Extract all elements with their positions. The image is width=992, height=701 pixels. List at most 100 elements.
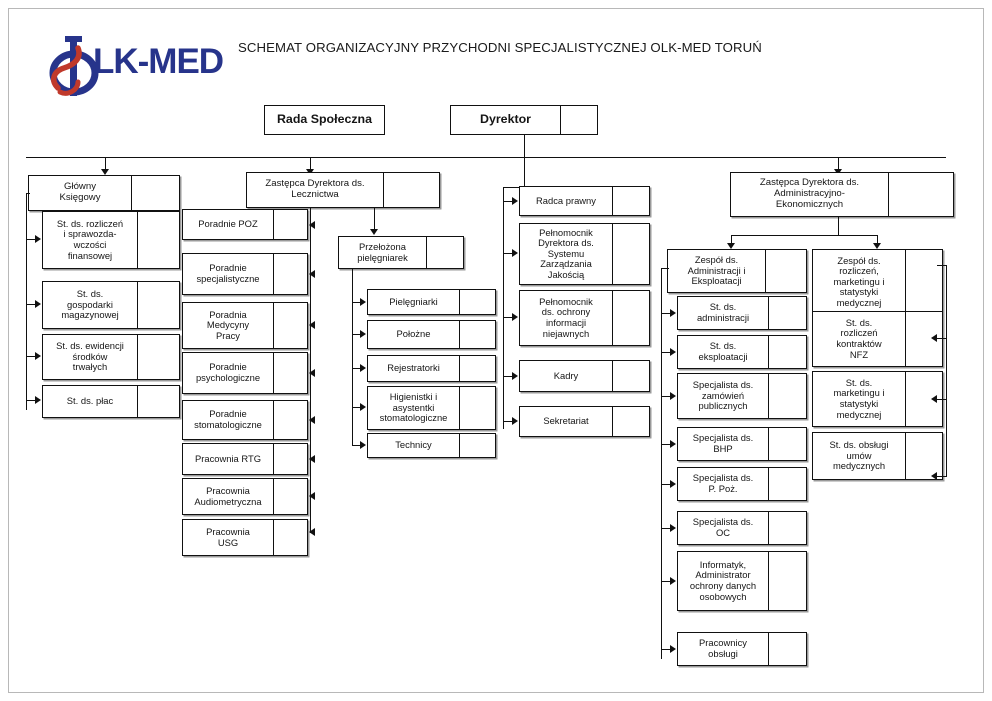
link-adm-3 — [661, 396, 671, 398]
node-pelnomocnik-jakosci[interactable]: Pełnomocnik Dyrektora ds. Systemu Zarząd… — [519, 223, 650, 285]
arrow-down-przelozona — [370, 229, 378, 235]
node-slot — [460, 434, 495, 457]
link-dyr-2 — [503, 253, 513, 255]
node-label: Specjalista ds. BHP — [678, 428, 769, 460]
node-slot — [132, 176, 179, 210]
node-pelnomocnik-informacji-niejawnych[interactable]: Pełnomocnik ds. ochrony informacji nieja… — [519, 290, 650, 346]
node-radca-prawny[interactable]: Radca prawny — [519, 186, 650, 216]
arrow-right-dyr-4 — [512, 372, 518, 380]
node-label: Poradnie POZ — [183, 210, 274, 239]
arrow-left-poradnie-7 — [309, 492, 315, 500]
node-slot — [274, 401, 307, 439]
link-dyr-1 — [503, 201, 513, 203]
drop-zdadm-h — [731, 235, 877, 237]
node-poradnie-specjalistyczne[interactable]: Poradnie specjalistyczne — [182, 253, 308, 295]
node-zespol-administracji-eksploatacji[interactable]: Zespół ds. Administracji i Eksploatacji — [667, 249, 807, 293]
node-informatyk-administrator-danych[interactable]: Informatyk, Administrator ochrony danych… — [677, 551, 807, 611]
node-st-obslugi-umow-medycznych[interactable]: St. ds. obsługi umów medycznych — [812, 432, 943, 480]
arrow-right-piel-4 — [360, 403, 366, 411]
node-specjalista-bhp[interactable]: Specjalista ds. BHP — [677, 427, 807, 461]
arrow-right-dyr-2 — [512, 249, 518, 257]
node-zastepca-administracyjno-ekonomiczny[interactable]: Zastępca Dyrektora ds. Administracyjno- … — [730, 172, 954, 217]
node-sekretariat[interactable]: Sekretariat — [519, 406, 650, 437]
arrow-left-rozl-3 — [931, 472, 937, 480]
link-piel-3 — [352, 368, 361, 370]
node-slot — [460, 387, 495, 429]
node-pracownia-usg[interactable]: Pracownia USG — [182, 519, 308, 556]
link-rozl-1 — [936, 338, 947, 340]
node-polozne[interactable]: Położne — [367, 320, 496, 349]
trunk-dyrektor-down — [524, 135, 526, 157]
node-slot — [769, 336, 806, 368]
node-pielegniarki[interactable]: Pielęgniarki — [367, 289, 496, 315]
node-pracownia-audiometryczna[interactable]: Pracownia Audiometryczna — [182, 478, 308, 515]
node-przelozona-pielegniarek[interactable]: Przełożona pielęgniarek — [338, 236, 464, 269]
arrow-right-adm-3 — [670, 392, 676, 400]
node-label: Położne — [368, 321, 460, 348]
arrow-left-poradnie-5 — [309, 416, 315, 424]
node-pracownia-rtg[interactable]: Pracownia RTG — [182, 443, 308, 475]
node-slot — [906, 250, 942, 314]
node-label: St. ds. rozliczeń kontraktów NFZ — [813, 312, 906, 366]
arrow-right-piel-2 — [360, 330, 366, 338]
node-slot — [274, 520, 307, 555]
node-label: Pracownia Audiometryczna — [183, 479, 274, 514]
node-rada-spoleczna[interactable]: Rada Społeczna — [264, 105, 385, 135]
node-slot — [889, 173, 953, 216]
node-poradnie-poz[interactable]: Poradnie POZ — [182, 209, 308, 240]
node-poradnie-psychologiczne[interactable]: Poradnie psychologiczne — [182, 352, 308, 394]
node-label: St. ds. ewidencji środków trwałych — [43, 335, 138, 379]
node-pracownicy-obslugi[interactable]: Pracownicy obsługi — [677, 632, 807, 666]
drop-dyrektor-staff-h — [503, 187, 525, 189]
page-title: SCHEMAT ORGANIZACYJNY PRZYCHODNI SPECJAL… — [238, 40, 762, 55]
node-label: Rejestratorki — [368, 356, 460, 381]
node-label: Zastępca Dyrektora ds. Administracyjno- … — [731, 173, 889, 216]
node-st-rozliczen-kontraktow-nfz[interactable]: St. ds. rozliczeń kontraktów NFZ — [812, 311, 943, 367]
node-label: Poradnie specjalistyczne — [183, 254, 274, 294]
node-higienistki-asystentki[interactable]: Higienistki i asystentki stomatologiczne — [367, 386, 496, 430]
arrow-right-ksiegowy-3 — [35, 352, 41, 360]
arrow-down-zespol-rozl — [873, 243, 881, 249]
node-technicy[interactable]: Technicy — [367, 433, 496, 458]
node-rejestratorki[interactable]: Rejestratorki — [367, 355, 496, 382]
node-slot — [769, 374, 806, 418]
node-zastepca-lecznictwa[interactable]: Zastępca Dyrektora ds. Lecznictwa — [246, 172, 440, 208]
node-label: St. ds. płac — [43, 386, 138, 417]
node-label: Przełożona pielęgniarek — [339, 237, 427, 268]
link-adm-8 — [661, 649, 671, 651]
node-poradnie-stomatologiczne[interactable]: Poradnie stomatologiczne — [182, 400, 308, 440]
node-st-gospodarki-magazynowej[interactable]: St. ds. gospodarki magazynowej — [42, 281, 180, 329]
node-slot — [138, 386, 179, 417]
node-dyrektor[interactable]: Dyrektor — [450, 105, 598, 135]
node-zespol-rozliczen-marketingu[interactable]: Zespół ds. rozliczeń, marketingu i staty… — [812, 249, 943, 315]
node-label: Pracownia USG — [183, 520, 274, 555]
node-poradnia-medycyny-pracy[interactable]: Poradnia Medycyny Pracy — [182, 302, 308, 349]
node-label: Rada Społeczna — [276, 112, 373, 127]
node-slot — [613, 291, 649, 345]
node-st-ewidencji-srodkow-trwalych[interactable]: St. ds. ewidencji środków trwałych — [42, 334, 180, 380]
link-adm-1 — [661, 313, 671, 315]
node-specjalista-oc[interactable]: Specjalista ds. OC — [677, 511, 807, 545]
node-slot — [460, 321, 495, 348]
node-slot — [138, 335, 179, 379]
diagram-frame — [8, 8, 984, 693]
node-glowny-ksiegowy[interactable]: Główny Księgowy — [28, 175, 180, 211]
arrow-right-adm-2 — [670, 348, 676, 356]
link-ksiegowy-2 — [26, 304, 36, 306]
node-st-administracji[interactable]: St. ds. administracji — [677, 296, 807, 330]
node-kadry[interactable]: Kadry — [519, 360, 650, 392]
node-slot — [769, 428, 806, 460]
node-specjalista-zamowien-publicznych[interactable]: Specjalista ds. zamówień publicznych — [677, 373, 807, 419]
logo-wordmark: LK-MED — [93, 42, 224, 81]
stem-ksiegowy — [26, 193, 28, 410]
node-st-eksploatacji[interactable]: St. ds. eksploatacji — [677, 335, 807, 369]
link-dyr-4 — [503, 376, 513, 378]
node-st-plac[interactable]: St. ds. płac — [42, 385, 180, 418]
node-st-rozliczen-sprawozdawczosci[interactable]: St. ds. rozliczeń i sprawozda- wczości f… — [42, 211, 180, 269]
trunk-main-horizontal — [26, 157, 946, 159]
node-st-marketingu-statystyki[interactable]: St. ds. marketingu i statystyki medyczne… — [812, 371, 943, 427]
node-slot — [138, 282, 179, 328]
node-label: Pełnomocnik Dyrektora ds. Systemu Zarząd… — [520, 224, 613, 284]
node-label: Specjalista ds. OC — [678, 512, 769, 544]
node-specjalista-ppoz[interactable]: Specjalista ds. P. Poż. — [677, 467, 807, 501]
